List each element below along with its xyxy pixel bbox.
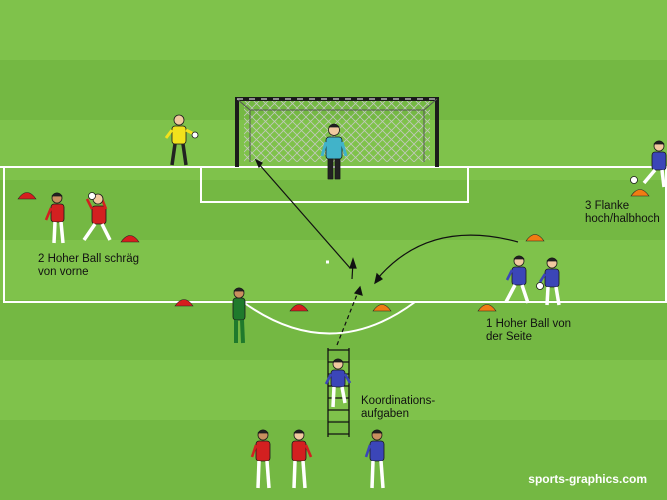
movement-arrows [254, 158, 519, 346]
server-yellow-player [164, 114, 199, 166]
cones [17, 189, 650, 312]
blue-player-drill1-a [504, 255, 530, 304]
cone-orange-4 [630, 189, 650, 197]
drill-2-line1: 2 Hoher Ball schräg [38, 253, 139, 265]
blue-player-drill3 [630, 140, 667, 188]
red-player-drill2-b [82, 192, 112, 241]
players [44, 114, 667, 489]
drill-3-line2: hoch/halbhoch [585, 213, 660, 225]
coach-player [232, 287, 246, 344]
drill-1-line1: 1 Hoher Ball von [486, 318, 572, 330]
drill-3-line1: 3 Flanke [585, 200, 630, 212]
penalty-area [3, 167, 667, 303]
drill-1-label: 1 Hoher Ball von der Seite [486, 318, 571, 344]
cone-orange-1 [372, 304, 392, 312]
red-player-queue-2 [291, 429, 313, 489]
red-player-drill2-a [44, 192, 65, 244]
cone-red-2 [120, 235, 140, 243]
cone-red-1 [17, 192, 37, 200]
cone-orange-2 [477, 304, 497, 312]
drill-2-label: 2 Hoher Ball schräg von vorne [38, 253, 139, 279]
run-arrow-dashed [336, 291, 359, 346]
blue-player-ladder [324, 358, 352, 408]
coordination-line2: aufgaben [361, 408, 409, 420]
coordination-label: Koordinations- aufgaben [361, 395, 435, 421]
pitch-lines [0, 166, 667, 335]
drill-2-line2: von vorne [38, 266, 89, 278]
drill-1-line2: der Seite [486, 331, 533, 343]
drill-3-label: 3 Flanke hoch/halbhoch [585, 200, 660, 226]
blue-player-queue [364, 429, 385, 489]
coordination-line1: Koordinations- [361, 395, 436, 407]
red-player-queue-1 [250, 429, 271, 489]
header-arrow [257, 162, 351, 269]
lob-arrow-side [377, 234, 519, 279]
goalkeeper-player [320, 123, 348, 180]
watermark: sports-graphics.com [528, 472, 647, 486]
penalty-arc [242, 301, 416, 335]
cone-red-3 [174, 299, 194, 307]
blue-player-drill1-b [536, 257, 561, 306]
cone-red-4 [289, 304, 309, 312]
goal-area [200, 166, 469, 203]
cone-orange-3 [525, 234, 545, 242]
